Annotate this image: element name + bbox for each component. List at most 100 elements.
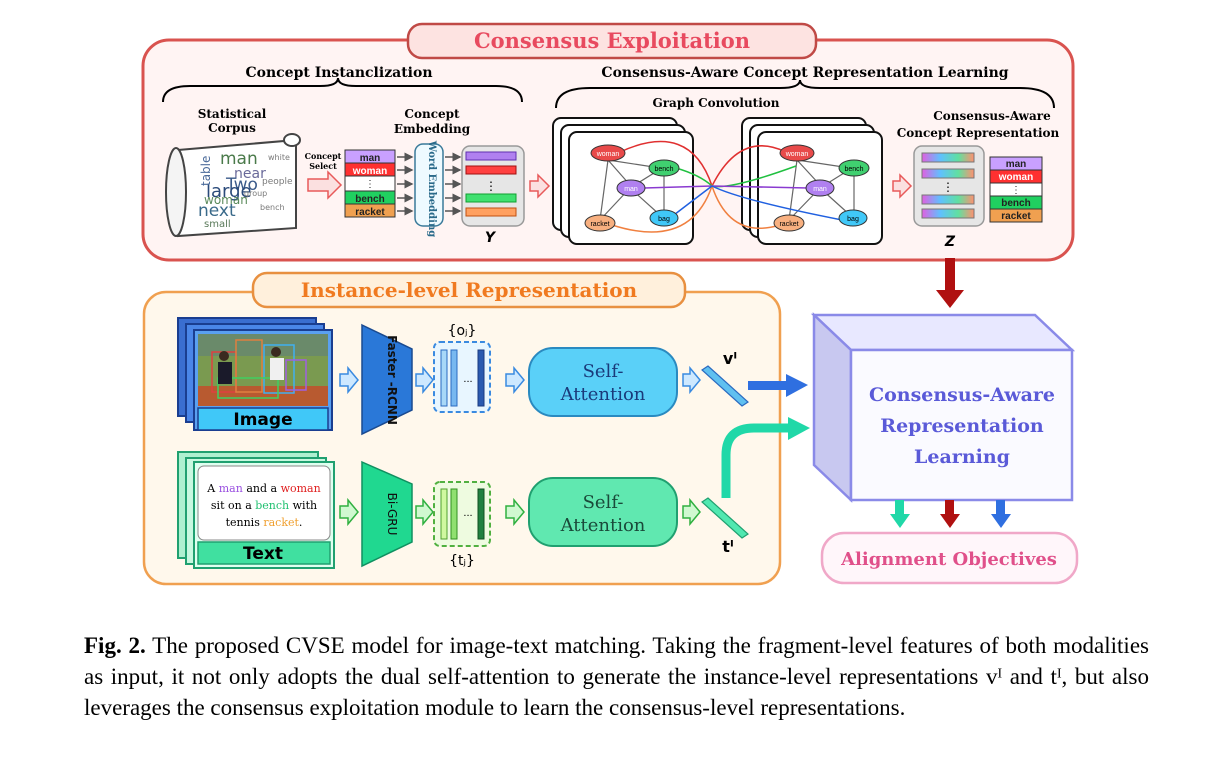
- concept-man: man: [360, 153, 381, 164]
- wc-next: next: [198, 201, 236, 221]
- concept-right-racket: racket: [1001, 211, 1031, 222]
- word-woman: woman: [281, 482, 321, 495]
- sa-image-label-2: Attention: [560, 384, 646, 405]
- concept-instanclization-title: Concept Instanclization: [245, 65, 432, 81]
- tj-features: [433, 481, 491, 547]
- node-man: man: [624, 186, 638, 193]
- image-label: Image: [233, 410, 292, 430]
- Z-label: Z: [944, 234, 956, 250]
- wc-two: Two: [225, 175, 258, 195]
- concept-right-woman: woman: [998, 172, 1033, 183]
- text-label: Text: [243, 544, 283, 564]
- sa-to-v-arrow: [682, 365, 701, 395]
- graph-cross-edges: [611, 140, 843, 233]
- word-embedding-block: [414, 143, 444, 227]
- cacr-bars: [921, 152, 975, 219]
- sa-text-label-1: Self-: [583, 492, 624, 513]
- gru-to-tj-arrow: [415, 497, 434, 527]
- corpus-scroll: man near Two large woman next small tabl…: [165, 133, 301, 238]
- cube-label-3: Learning: [914, 446, 1010, 468]
- oj-label: {oⱼ}: [448, 323, 477, 339]
- caption-label: Fig. 2.: [84, 633, 146, 658]
- consensus-title-box: [406, 22, 818, 60]
- t-vector: [701, 497, 749, 539]
- cube-label-2: Representation: [880, 415, 1044, 437]
- Y-label: Y: [485, 230, 497, 246]
- image-to-rcnn-arrow: [339, 365, 359, 395]
- tj-dots: ...: [463, 507, 472, 519]
- wc-woman: woman: [204, 193, 248, 207]
- node-bench-2: bench: [844, 166, 863, 173]
- sentence-part: A: [206, 482, 218, 495]
- tj-label: {tⱼ}: [449, 553, 475, 569]
- node-racket: racket: [590, 221, 609, 228]
- wc-bench: bench: [260, 203, 285, 212]
- diagram-canvas: Consensus Exploitation Concept Instancli…: [141, 22, 1079, 586]
- wc-group: group: [244, 189, 267, 198]
- wc-man: man: [220, 149, 258, 169]
- word-man: man: [219, 482, 243, 495]
- wc-large: large: [206, 181, 252, 202]
- concept-right-man: man: [1006, 159, 1027, 170]
- v-to-cube-arrow: [748, 374, 808, 397]
- brace-right: [555, 79, 1055, 109]
- instance-title: Instance-level Representation: [301, 278, 638, 302]
- concept-bench: bench: [355, 194, 384, 205]
- graph-nodes-1: woman bench man racket bag: [584, 144, 680, 232]
- node-woman-2: woman: [785, 151, 809, 158]
- alignment-box: [820, 531, 1079, 585]
- text-to-gru-arrow: [339, 497, 359, 527]
- node-racket-2: racket: [779, 221, 798, 228]
- node-woman: woman: [596, 151, 620, 158]
- embed-out-arrows: [445, 152, 462, 216]
- concept-select-label-2: Select: [309, 161, 337, 171]
- node-bench: bench: [654, 166, 673, 173]
- t-to-cube-arrow: [721, 417, 810, 498]
- node-bag-2: bag: [847, 216, 859, 223]
- concept-right-bench: bench: [1001, 198, 1030, 209]
- cacr-label-2: Concept Representation: [897, 126, 1060, 140]
- tj-to-sa-arrow: [505, 497, 525, 527]
- alignment-label: Alignment Objectives: [840, 549, 1057, 570]
- cacrl-cube: [810, 312, 1076, 503]
- cacr-label-1: Consensus-Aware: [933, 109, 1051, 123]
- rcnn-to-oj-arrow: [415, 365, 434, 395]
- concept-racket: racket: [355, 207, 385, 218]
- word-bench: bench: [255, 499, 289, 512]
- word-embedding-label: Word Embedding: [426, 140, 437, 237]
- cacr-ellipsis: ⋮: [942, 180, 954, 194]
- consensus-title: Consensus Exploitation: [474, 28, 750, 53]
- sa-text-label-2: Attention: [560, 515, 646, 536]
- figure-caption: Fig. 2. The proposed CVSE model for imag…: [84, 630, 1149, 723]
- instance-title-box: [251, 271, 687, 309]
- graph-nodes-2: woman bench man racket bag: [773, 144, 870, 232]
- stat-corpus-label-1: Statistical: [198, 107, 267, 121]
- brace-left: [162, 77, 523, 103]
- sentence-part: tennis: [226, 516, 264, 529]
- bigru-label: Bi-GRU: [385, 493, 399, 536]
- text-stack: [177, 451, 335, 569]
- z-to-cube-arrow: [936, 258, 964, 308]
- node-bag: bag: [658, 216, 670, 223]
- wc-small: small: [204, 219, 231, 230]
- concept-right-ellipsis: ⋮: [1011, 185, 1021, 196]
- text-sentence-line-3: tennis racket.: [226, 516, 303, 529]
- sentence-part: .: [299, 516, 303, 529]
- image-stack: [177, 317, 333, 431]
- oj-features: [433, 341, 491, 413]
- faster-rcnn-block: [361, 323, 413, 436]
- stat-corpus-label-2: Corpus: [208, 121, 256, 135]
- vI-label: vᴵ: [723, 349, 737, 368]
- sentence-part: with: [289, 499, 317, 512]
- wc-near: near: [234, 166, 266, 182]
- embed-in-arrows: [397, 152, 414, 216]
- wc-people: people: [262, 177, 293, 187]
- text-sentence-line-1: A man and a woman: [206, 482, 320, 495]
- wc-white: white: [268, 153, 290, 162]
- text-sentence-line-2: sit on a bench with: [211, 499, 317, 512]
- word-racket: racket: [263, 516, 299, 529]
- oj-to-sa-arrow: [505, 365, 525, 395]
- cacr-box: [913, 145, 985, 227]
- faster-rcnn-label: Faster -RCNN: [385, 335, 399, 425]
- wc-table: table: [199, 156, 213, 186]
